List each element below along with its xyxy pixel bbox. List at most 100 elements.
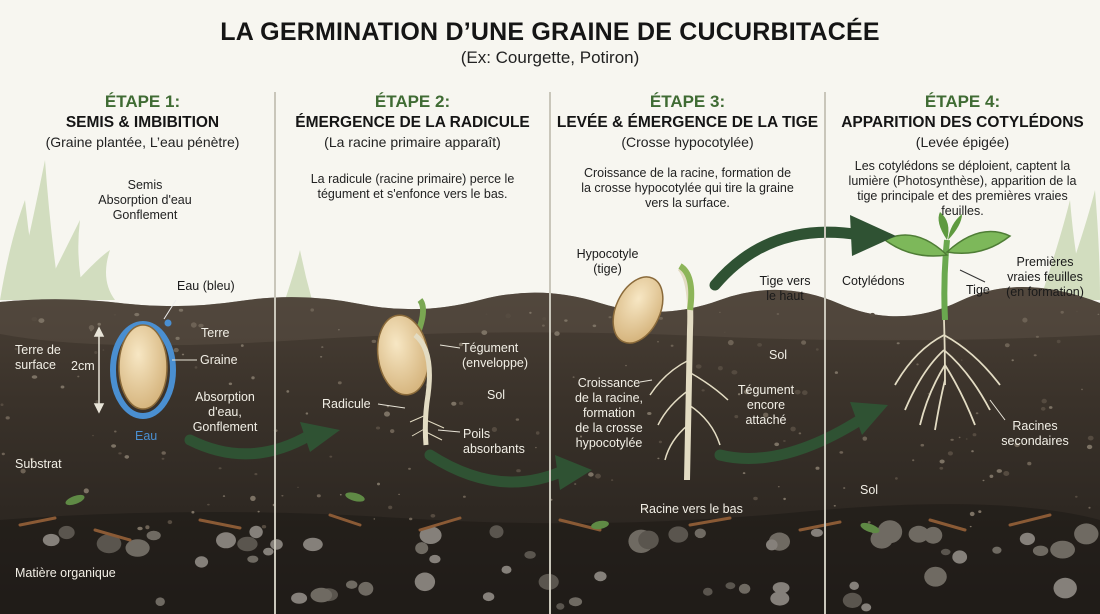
soil-particle — [572, 376, 575, 378]
soil-particle — [145, 525, 150, 530]
soil-particle — [482, 592, 495, 602]
soil-particle — [303, 537, 323, 552]
label-eau-bleu: Eau (bleu) — [177, 279, 235, 293]
soil-particle — [574, 483, 577, 485]
soil-particle — [608, 316, 612, 319]
soil-particle — [485, 313, 488, 315]
soil-particle — [969, 511, 975, 517]
soil-particle — [717, 366, 723, 371]
soil-particle — [463, 495, 466, 498]
soil-particle — [481, 330, 488, 335]
soil-particle — [346, 580, 358, 589]
soil-particle — [310, 308, 315, 312]
soil-particle — [763, 412, 769, 418]
soil-particle — [114, 430, 117, 433]
label-sol-4: Sol — [860, 483, 879, 497]
soil-particle — [430, 514, 436, 518]
divider-3 — [824, 92, 826, 614]
soil-particle — [175, 336, 180, 340]
soil-particle — [1048, 406, 1053, 409]
soil-particle — [1003, 471, 1010, 476]
soil-particle — [657, 340, 659, 343]
stage3-seedling — [612, 263, 729, 481]
soil-particle — [191, 510, 195, 514]
depth-marker — [93, 326, 105, 414]
soil-particle — [321, 346, 324, 348]
soil-particle — [647, 412, 652, 415]
soil-particle — [965, 438, 968, 440]
soil-particle — [181, 353, 185, 356]
soil-particle — [939, 459, 945, 464]
soil-particle — [843, 487, 846, 489]
soil-particle — [920, 443, 925, 447]
soil-particle — [329, 455, 333, 458]
soil-particle — [839, 451, 844, 454]
soil-particle — [777, 486, 780, 488]
soil-particle — [867, 521, 871, 524]
soil-particle — [146, 530, 161, 541]
soil-particle — [766, 539, 778, 551]
soil-particle — [198, 323, 204, 328]
soil-particle — [1, 452, 5, 456]
soil-particle — [896, 342, 900, 345]
soil-particle — [1019, 532, 1035, 546]
soil-particle — [790, 426, 796, 432]
soil-particle — [240, 344, 244, 347]
soil-particle — [801, 340, 807, 345]
soil-particle — [398, 493, 401, 496]
step1-description: Semis Absorption d'eau Gonflement — [98, 178, 192, 222]
soil-particle — [1050, 540, 1075, 559]
soil-particle — [94, 351, 98, 354]
soil-particle — [124, 455, 130, 459]
step3-subtitle: (Crosse hypocotylée) — [621, 134, 754, 150]
soil-particle — [254, 473, 258, 476]
label-sol-2: Sol — [487, 388, 506, 402]
soil-particle — [1033, 354, 1037, 357]
soil-particle — [834, 371, 839, 374]
soil-particle — [594, 571, 607, 582]
soil-particle — [125, 539, 150, 557]
soil-particle — [542, 324, 545, 327]
soil-particle — [969, 525, 972, 528]
soil-particle — [489, 525, 504, 539]
soil-particle — [895, 477, 898, 480]
arrow-heads — [300, 215, 896, 490]
soil-particle — [774, 442, 780, 447]
soil-particle — [1004, 343, 1010, 348]
soil-particle — [939, 466, 944, 470]
soil-particle — [270, 539, 283, 550]
soil-particle — [173, 347, 179, 353]
soil-particle — [516, 469, 521, 473]
soil-particle — [950, 438, 954, 441]
soil-particle — [802, 390, 808, 396]
soil-particle — [1086, 444, 1093, 450]
soil-particle — [927, 393, 930, 395]
step1-number: ÉTAPE 1: — [104, 92, 181, 111]
soil-particle — [408, 467, 411, 470]
soil-particles — [0, 308, 1100, 612]
step1-name: SEMIS & IMBIBITION — [65, 114, 220, 131]
soil-particle — [118, 452, 122, 455]
soil-particle — [216, 532, 236, 549]
soil-particle — [1060, 310, 1064, 314]
soil-particle — [414, 572, 436, 592]
soil-particle — [1087, 435, 1094, 441]
soil-particle — [770, 591, 790, 606]
page-title: LA GERMINATION D’UNE GRAINE DE CUCURBITA… — [220, 18, 880, 46]
soil-particle — [83, 488, 89, 494]
soil-particle — [940, 548, 951, 556]
soil-particle — [535, 431, 540, 435]
soil-particle — [451, 401, 457, 406]
soil-particle — [535, 446, 537, 449]
soil-particle — [31, 375, 38, 379]
soil-particle — [815, 466, 820, 470]
label-tegument: Tégument (enveloppe) — [462, 341, 529, 370]
label-tegument-attache: Tégument encore attaché — [737, 383, 795, 427]
soil-particle — [1097, 313, 1100, 315]
soil-particle — [419, 526, 442, 544]
soil-particle — [798, 432, 802, 435]
soil-particle — [178, 308, 184, 312]
soil-particle — [338, 329, 340, 331]
soil-particle — [989, 474, 994, 478]
